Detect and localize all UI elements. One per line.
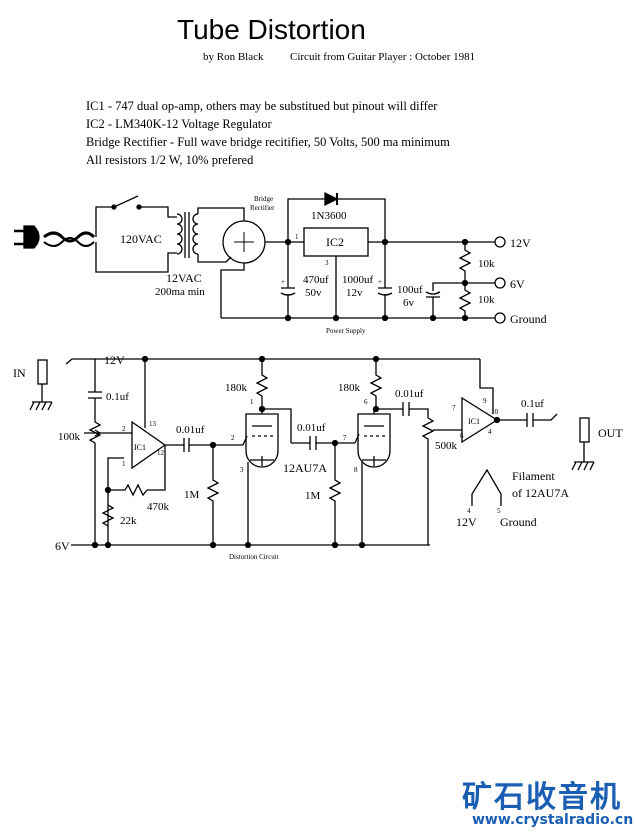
pin-3: 3 (325, 259, 329, 267)
label-fil-12v: 12V (456, 515, 477, 529)
terminal-ground (494, 312, 506, 324)
pin-9: 9 (483, 397, 487, 405)
label-power-supply: Power Supply (326, 327, 366, 335)
pin-6: 6 (460, 432, 464, 440)
plus-c2: + (378, 278, 382, 286)
label-200ma: 200ma min (155, 286, 205, 298)
label-ic2: IC2 (326, 235, 344, 249)
pin-12: 12 (157, 449, 165, 457)
author-line: by Ron Black (203, 51, 264, 63)
label-fil-ground: Ground (500, 515, 537, 529)
capacitor-100uf (425, 282, 495, 318)
pin-4: 4 (488, 428, 492, 436)
pin-fil-5: 5 (497, 507, 501, 515)
label-12vac: 12VAC (166, 271, 202, 285)
label-12v-cap: 12v (346, 287, 363, 299)
label-50v: 50v (305, 287, 322, 299)
pin-tube-a-1: 1 (250, 398, 254, 406)
label-rectifier: Rectifier (250, 204, 275, 212)
label-100uf: 100uf (397, 284, 423, 296)
tube-b-12au7a (354, 409, 391, 468)
pin-1: 1 (295, 233, 299, 241)
output-jack-icon (571, 417, 595, 471)
tube-a-12au7a (242, 409, 279, 468)
terminal-6v (494, 277, 506, 289)
label-filament: Filament (512, 469, 555, 483)
label-pot-in: 100k (58, 431, 81, 443)
label-1000uf: 1000uf (342, 274, 374, 286)
label-10k-top: 10k (478, 258, 495, 270)
label-pot-out: 500k (435, 440, 458, 452)
note-ic1: IC1 - 747 dual op-amp, others may be sub… (86, 99, 438, 113)
terminal-12v (494, 236, 506, 248)
label-ic1b: IC1 (468, 417, 480, 426)
label-1n3600: 1N3600 (311, 210, 347, 222)
pin-7: 7 (452, 404, 456, 412)
pin-1: 1 (122, 460, 126, 468)
label-rail-12v: 12V (104, 353, 125, 367)
label-c-c: 0.01uf (395, 388, 424, 400)
plus-c1: + (281, 278, 285, 286)
label-c-in: 0.1uf (106, 391, 129, 403)
power-switch (111, 195, 177, 218)
watermark-logo: 矿石收音机 (462, 780, 622, 815)
pin-13: 13 (149, 420, 157, 428)
label-bridge: Bridge (254, 195, 273, 203)
pin-2: 2 (122, 425, 126, 433)
pin-tube-a-3: 3 (240, 466, 244, 474)
watermark-url: www.crystalradio.cn (472, 812, 634, 828)
label-1m-a: 1M (184, 489, 200, 501)
label-c-a: 0.01uf (176, 424, 205, 436)
pin-fil-4: 4 (467, 507, 471, 515)
label-c-b: 0.01uf (297, 422, 326, 434)
distortion-section (29, 355, 595, 549)
filament-symbol (471, 468, 502, 506)
input-jack-icon (29, 358, 96, 411)
label-6v-cap: 6v (403, 297, 415, 309)
label-in: IN (13, 366, 26, 380)
label-r-fb: 470k (147, 501, 170, 513)
power-supply-section (14, 191, 506, 324)
label-120vac: 120VAC (120, 232, 162, 246)
note-bridge: Bridge Rectifier - Full wave bridge reci… (86, 135, 450, 149)
label-470uf: 470uf (303, 274, 329, 286)
label-ic1a: IC1 (134, 443, 146, 452)
plus-c3: + (436, 289, 440, 297)
pin-tube-b-7: 7 (343, 434, 347, 442)
opamp-ic1b (461, 396, 499, 444)
mains-plug-icon (14, 225, 96, 249)
opamp-ic1a (131, 420, 167, 470)
label-rail-6v: 6V (55, 539, 70, 553)
label-1m-b: 1M (305, 490, 321, 502)
pin-10: 10 (491, 408, 499, 416)
label-180k-b: 180k (338, 382, 361, 394)
diode-1n3600 (287, 191, 386, 242)
pin-tube-b-6: 6 (364, 398, 368, 406)
label-out-12v: 12V (510, 236, 531, 250)
label-out-6v: 6V (510, 277, 525, 291)
label-12au7a: 12AU7A (283, 461, 327, 475)
note-resistors: All resistors 1/2 W, 10% prefered (86, 153, 254, 167)
capacitor-1000uf (377, 242, 393, 318)
pin-tube-b-8: 8 (354, 466, 358, 474)
label-r-22k: 22k (120, 515, 137, 527)
transformer (176, 207, 245, 263)
page-title: Tube Distortion (177, 14, 366, 45)
note-ic2: IC2 - LM340K-12 Voltage Regulator (86, 117, 272, 131)
capacitor-470uf (280, 242, 296, 318)
label-filament-of: of 12AU7A (512, 486, 569, 500)
label-out: OUT (598, 426, 623, 440)
bridge-rectifier (220, 220, 304, 318)
label-180k-a: 180k (225, 382, 248, 394)
label-10k-bottom: 10k (478, 294, 495, 306)
pin-tube-a-2: 2 (231, 434, 235, 442)
source-line: Circuit from Guitar Player : October 198… (290, 51, 476, 63)
label-out-ground: Ground (510, 312, 547, 326)
label-c-out: 0.1uf (521, 398, 544, 410)
label-distortion-circuit: Distortion Circuit (229, 553, 279, 561)
